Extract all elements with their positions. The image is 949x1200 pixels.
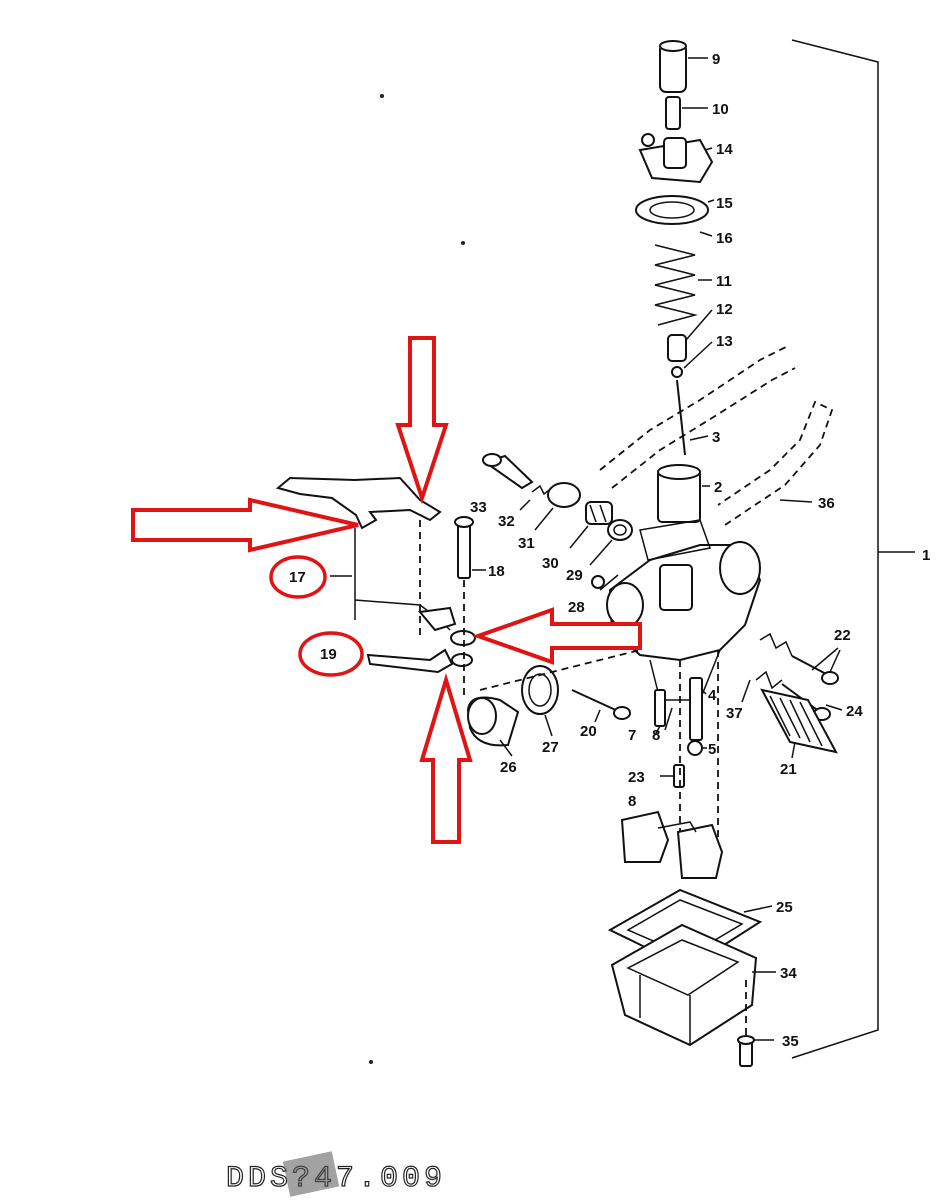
label-part-23: 23 bbox=[628, 769, 645, 786]
part-32-spring bbox=[519, 484, 553, 511]
speck bbox=[380, 94, 384, 98]
part-23-float-valve bbox=[660, 764, 685, 788]
label-part-26: 26 bbox=[500, 759, 517, 776]
throttle-cable bbox=[599, 344, 791, 471]
part-5-main-jet bbox=[687, 740, 707, 756]
part-7-jet bbox=[654, 689, 666, 736]
drawing-code-smudge bbox=[282, 1151, 340, 1197]
label-part-33: 33 bbox=[470, 499, 487, 516]
speck bbox=[369, 1060, 373, 1064]
assembly-bracket bbox=[791, 39, 879, 1059]
part-34-float-bowl bbox=[610, 923, 776, 1047]
label-part-15: 15 bbox=[716, 195, 733, 212]
part-14-cover bbox=[638, 133, 714, 184]
leader-37 bbox=[741, 679, 751, 703]
part-28-screw bbox=[591, 575, 605, 589]
part-3-needle bbox=[676, 379, 709, 456]
part-8-float bbox=[620, 810, 724, 879]
label-part-28: 28 bbox=[568, 599, 585, 616]
label-part-21: 21 bbox=[780, 761, 797, 778]
part-13-clip bbox=[671, 341, 713, 378]
label-part-2: 2 bbox=[714, 479, 722, 496]
part-20-screw bbox=[571, 689, 631, 723]
red-arrow-down bbox=[395, 336, 449, 505]
red-arrow-right bbox=[131, 497, 359, 553]
label-part-16: 16 bbox=[716, 230, 733, 247]
red-circle-19 bbox=[298, 631, 364, 677]
part-36-choke-cable bbox=[717, 400, 834, 526]
carburetor-body bbox=[599, 519, 762, 701]
label-part-8-upper: 8 bbox=[652, 727, 660, 744]
label-part-31: 31 bbox=[518, 535, 535, 552]
part-27-ring bbox=[521, 665, 559, 737]
part-4-needle-jet bbox=[689, 677, 707, 741]
part-11-spring bbox=[654, 244, 712, 326]
label-part-1: 1 bbox=[922, 547, 930, 564]
part-18-bolt bbox=[454, 516, 486, 579]
leader-6 bbox=[664, 707, 673, 731]
label-part-19: 19 bbox=[320, 646, 337, 663]
part-29-oring bbox=[589, 519, 633, 566]
part-26-cap bbox=[466, 696, 520, 757]
label-part-11: 11 bbox=[716, 273, 732, 290]
label-part-3: 3 bbox=[712, 429, 720, 446]
part-35-drain-screw bbox=[737, 1035, 774, 1067]
leader-36 bbox=[779, 499, 813, 503]
label-part-29: 29 bbox=[566, 567, 583, 584]
label-part-37: 37 bbox=[726, 705, 743, 722]
label-part-8-lower: 8 bbox=[628, 793, 636, 810]
label-part-35: 35 bbox=[782, 1033, 799, 1050]
speck bbox=[461, 241, 465, 245]
red-arrow-up bbox=[419, 673, 473, 844]
part-10-adjuster bbox=[665, 96, 708, 130]
label-part-9: 9 bbox=[712, 51, 720, 68]
red-arrow-left bbox=[471, 607, 642, 665]
label-part-18: 18 bbox=[488, 563, 505, 580]
red-circle-17 bbox=[269, 555, 327, 599]
part-21-plate bbox=[760, 688, 838, 759]
label-part-10: 10 bbox=[712, 101, 729, 118]
part-labels: 1 2 3 4 5 7 8 8 9 10 11 12 13 14 15 16 1… bbox=[289, 51, 930, 1050]
part-2-throttle-valve bbox=[657, 464, 710, 523]
part-30-spring bbox=[569, 501, 613, 549]
part-9-cap bbox=[659, 40, 708, 93]
label-part-27: 27 bbox=[542, 739, 559, 756]
part-15-gasket bbox=[635, 195, 715, 225]
label-part-7: 7 bbox=[628, 727, 636, 744]
label-part-5: 5 bbox=[708, 741, 716, 758]
label-part-25: 25 bbox=[776, 899, 793, 916]
label-part-34: 34 bbox=[780, 965, 797, 982]
leader-16 bbox=[699, 231, 713, 237]
label-part-12: 12 bbox=[716, 301, 733, 318]
label-part-24: 24 bbox=[846, 703, 863, 720]
part-33-screw bbox=[482, 453, 534, 490]
part-22-screw bbox=[759, 632, 841, 685]
center-line-intake bbox=[479, 649, 641, 691]
lever-washer bbox=[418, 606, 476, 667]
label-part-30: 30 bbox=[542, 555, 559, 572]
throttle-cable-outer bbox=[611, 367, 796, 489]
label-part-14: 14 bbox=[716, 141, 733, 158]
label-part-20: 20 bbox=[580, 723, 597, 740]
part-12-needle-clip bbox=[667, 309, 713, 362]
label-part-13: 13 bbox=[716, 333, 733, 350]
label-part-17: 17 bbox=[289, 569, 306, 586]
label-part-32: 32 bbox=[498, 513, 515, 530]
part-17-lever bbox=[275, 476, 451, 631]
part-31-plug bbox=[534, 482, 581, 531]
label-part-22: 22 bbox=[834, 627, 851, 644]
part-19-link bbox=[366, 648, 454, 674]
label-part-4: 4 bbox=[708, 687, 717, 704]
label-part-36: 36 bbox=[818, 495, 835, 512]
